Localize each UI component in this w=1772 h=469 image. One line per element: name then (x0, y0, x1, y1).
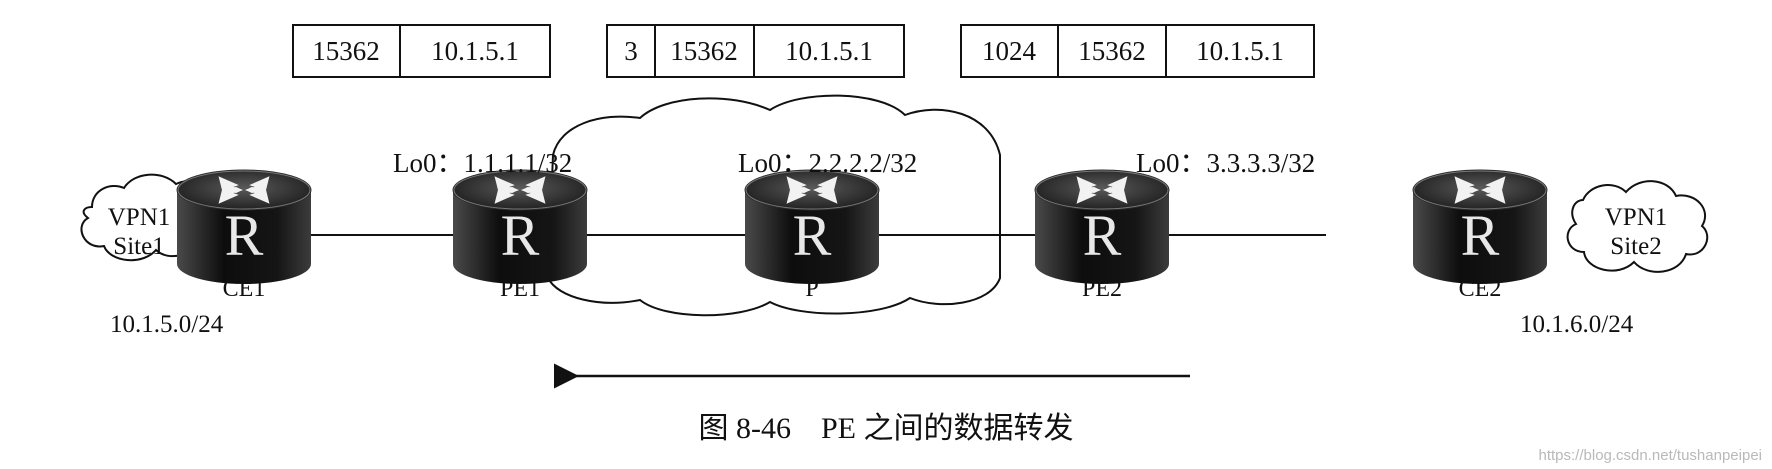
router-pe1: R (452, 169, 588, 285)
label-cell-vpn (1057, 24, 1167, 78)
label-cell-addr (1165, 24, 1315, 78)
label-cell-text: 15362 (312, 36, 380, 66)
label-cell-text: 15362 (670, 36, 738, 66)
device-label-ce2: CE2 (1459, 276, 1502, 302)
label-cell-text: 3 (624, 36, 638, 66)
subnet-site2: 10.1.6.0/24 (1520, 311, 1634, 338)
device-label-ce1: CE1 (223, 276, 266, 302)
router-glyph: R (1083, 203, 1122, 268)
label-cell-text: 1024 (982, 36, 1037, 66)
site1-site-label: Site1 (113, 233, 164, 260)
site2-vpn-label: VPN1 (1605, 204, 1668, 231)
watermark: https://blog.csdn.net/tushanpeipei (1539, 447, 1763, 464)
loopback-label-pe1: Lo0：1.1.1.1/32 (393, 148, 572, 178)
label-cell-text: 10.1.5.1 (431, 36, 519, 66)
router-glyph: R (1461, 203, 1500, 268)
router-ce1: R (176, 169, 312, 285)
router-ce2: R (1412, 169, 1548, 285)
site2-cloud (1566, 180, 1709, 273)
site2-site-label: Site2 (1610, 233, 1661, 260)
label-cell-text: 10.1.5.1 (785, 36, 873, 66)
device-label-pe2: PE2 (1082, 276, 1122, 302)
router-p: R (744, 169, 880, 285)
site1-vpn-label: VPN1 (108, 204, 171, 231)
label-cell-outer (960, 24, 1059, 78)
label-stack-p: 3 15362 10.1.5.1 (606, 24, 905, 78)
label-cell-outer (606, 24, 656, 78)
label-stack-pe1: 15362 10.1.5.1 (292, 24, 551, 78)
label-cell-addr (753, 24, 905, 78)
device-label-p: P (805, 276, 818, 302)
router-glyph: R (793, 203, 832, 268)
figure-caption: 图 8-46 PE 之间的数据转发 (699, 412, 1074, 445)
router-glyph: R (225, 203, 264, 268)
label-cell-text: 10.1.5.1 (1196, 36, 1284, 66)
label-cell-addr (399, 24, 551, 78)
label-stack-pe2: 1024 15362 10.1.5.1 (960, 24, 1315, 78)
label-cell-text: 15362 (1078, 36, 1146, 66)
label-cell-vpn (292, 24, 401, 78)
subnet-site1: 10.1.5.0/24 (110, 311, 224, 338)
router-pe2: R (1034, 169, 1170, 285)
router-glyph: R (501, 203, 540, 268)
loopback-label-pe2: Lo0：3.3.3.3/32 (1136, 148, 1315, 178)
loopback-label-p: Lo0：2.2.2.2/32 (738, 148, 917, 178)
device-label-pe1: PE1 (500, 276, 540, 302)
